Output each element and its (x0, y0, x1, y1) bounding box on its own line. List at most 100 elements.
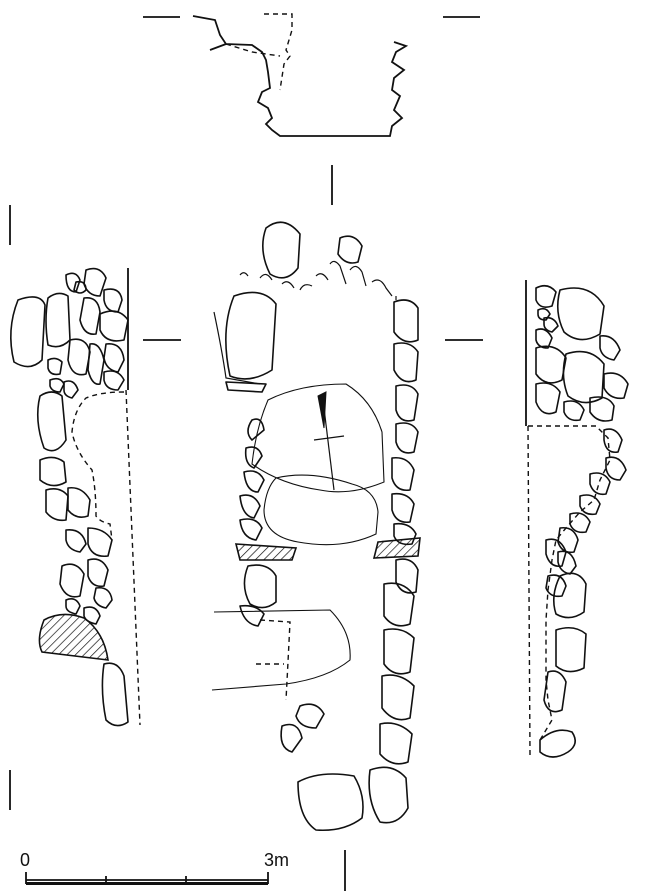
stone-outline (391, 492, 415, 524)
stone-outline (101, 662, 129, 727)
scale-label-start: 0 (20, 850, 30, 870)
stone-outline (552, 572, 587, 619)
stone-outline (65, 528, 87, 553)
stone-outline (395, 558, 419, 594)
stone-outline (239, 494, 261, 519)
stone-outline (579, 494, 601, 516)
stone-outline (556, 287, 605, 341)
scale-bar: 0 3m (20, 850, 289, 885)
stone-outline (244, 446, 263, 469)
stone-outline (557, 550, 577, 575)
stone-outline (589, 396, 615, 422)
stone-outline (262, 221, 301, 279)
stone-outline (67, 486, 91, 518)
stone-outline (243, 564, 277, 609)
stone-outline (65, 598, 81, 615)
stone-outline (393, 299, 419, 343)
stone-outline (337, 235, 363, 264)
stone-outline (65, 272, 81, 293)
plan-interior-slab-2 (263, 474, 379, 546)
stone-outline (381, 674, 415, 721)
stone-outline (555, 626, 587, 673)
stone-outline (239, 518, 263, 541)
stone-outline (87, 527, 113, 558)
stone-outline (99, 310, 129, 342)
stone-outline (545, 574, 567, 598)
plan-interior-slab-3 (211, 609, 351, 691)
section-profile-line (192, 15, 409, 137)
stone-outline (247, 418, 265, 441)
left-elevation-dashed-edge (125, 389, 141, 726)
plan-left-hatched-slab (234, 543, 298, 561)
stone-outline (543, 670, 567, 713)
drawing-line (213, 311, 261, 385)
stone-outline (45, 488, 69, 522)
stone-outline (225, 381, 267, 393)
drawing-line (259, 619, 291, 701)
stone-outline (379, 722, 413, 765)
stone-outline (395, 384, 419, 422)
stone-outline (603, 428, 623, 454)
stone-outline (603, 372, 629, 400)
stone-outline (539, 729, 576, 758)
stone-outline (545, 538, 567, 568)
stone-outline (93, 586, 113, 609)
stone-outline (589, 472, 611, 496)
stone-outline (605, 456, 627, 481)
stone-outline (535, 328, 553, 349)
left-elevation (9, 205, 181, 810)
stone-outline (383, 582, 415, 627)
stone-outline (557, 526, 579, 554)
north-arrow-icon (313, 391, 345, 491)
stone-outline (368, 766, 409, 824)
stone-outline (73, 280, 87, 294)
stone-outline (63, 380, 79, 399)
stone-outline (87, 558, 109, 588)
right-elevation-dashed-edge (527, 425, 531, 756)
right-elevation (445, 280, 629, 758)
stone-outline (103, 370, 125, 391)
left-elevation-hatched-stone (38, 613, 109, 661)
stone-outline (10, 296, 46, 368)
drawing-line (317, 391, 327, 429)
stone-outline (393, 342, 419, 383)
stone-outline (39, 456, 67, 487)
top-section-profile (143, 13, 480, 137)
stone-outline (280, 723, 303, 753)
stone-outline (49, 377, 65, 393)
scale-label-end: 3m (264, 850, 289, 870)
stone-outline (569, 512, 591, 534)
stone-outline (535, 284, 557, 308)
stone-outline (535, 382, 561, 415)
stone-outline (543, 316, 559, 333)
stone-outline (537, 307, 551, 321)
stone-outline (47, 357, 63, 376)
stone-outline (297, 773, 364, 832)
stone-outline (243, 470, 265, 493)
drawing-line (313, 435, 345, 441)
stone-outline (562, 350, 605, 404)
stone-outline (36, 391, 67, 452)
stone-outline (599, 334, 621, 361)
stone-outline (83, 267, 107, 297)
stone-outline (103, 288, 123, 313)
stone-outline (535, 345, 567, 384)
stone-outline (225, 291, 277, 380)
stone-outline (395, 422, 419, 454)
stone-outline (79, 296, 101, 336)
plan-right-hatched-slab (372, 537, 421, 559)
stone-outline (563, 400, 585, 422)
left-elevation-dashed-cavity (71, 391, 125, 541)
stone-outline (67, 338, 91, 376)
stone-outline (87, 343, 105, 386)
stone-outline (239, 604, 265, 627)
stone-outline (45, 292, 71, 348)
plan-interior-slab-1 (251, 383, 385, 493)
stone-outline (59, 563, 85, 598)
central-plan (211, 165, 421, 891)
section-dashed-outline (225, 13, 293, 91)
stone-outline (295, 703, 325, 729)
plan-top-rubble (239, 260, 393, 297)
stone-outline (391, 456, 415, 492)
